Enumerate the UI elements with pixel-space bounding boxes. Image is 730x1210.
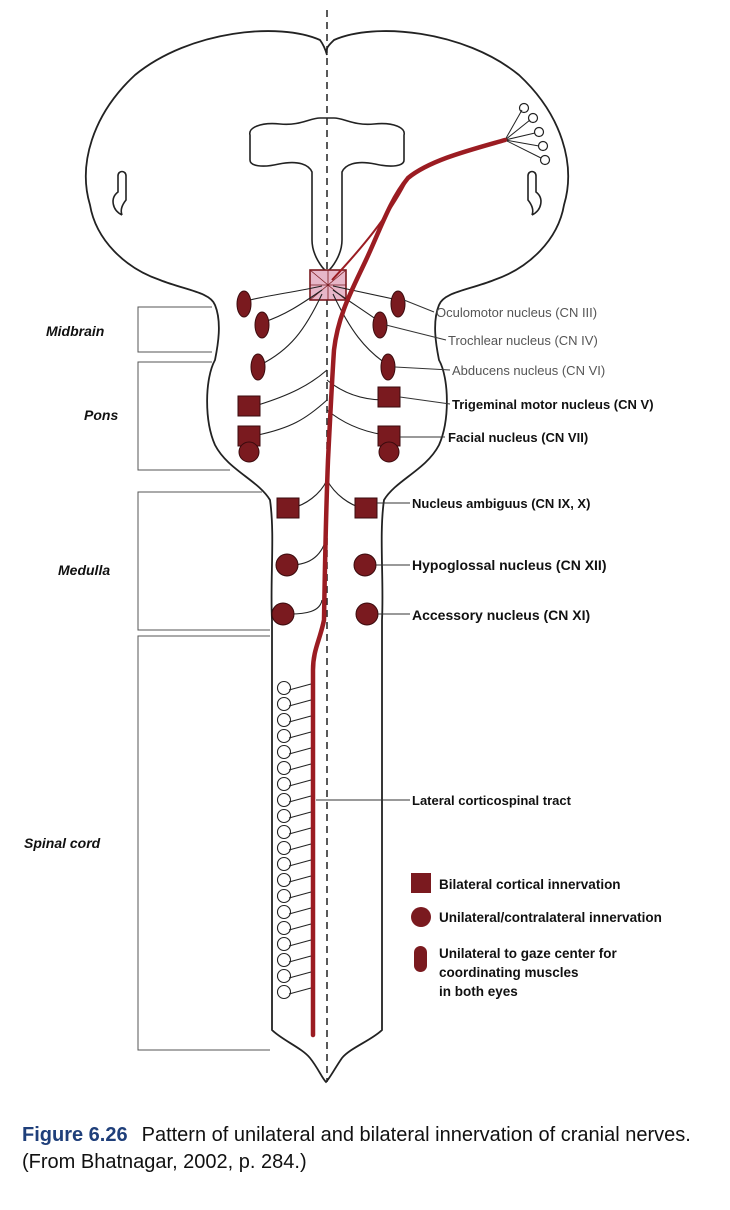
spinal-motor-neuron: [276, 792, 292, 808]
brain-outline: [84, 30, 570, 1084]
legend-gaze-line-3: in both eyes: [439, 984, 518, 999]
spinal-motor-neuron: [276, 808, 292, 824]
spinal-neuron-fiber: [288, 795, 312, 803]
spinal-neuron-fiber: [288, 939, 312, 947]
cortical-neuron: [537, 140, 549, 152]
label-corticospinal-tract: Lateral corticospinal tract: [412, 793, 572, 808]
figure-number: Figure 6.26: [22, 1124, 128, 1146]
left-temporal-fissure: [112, 170, 127, 216]
label-abducens: Abducens nucleus (CN VI): [452, 363, 605, 378]
spinal-motor-neuron: [276, 936, 292, 952]
corticospinal-tract: [310, 137, 508, 1038]
cortical-neuron: [533, 126, 545, 138]
right-trochlear-nucleus: [372, 311, 388, 339]
legend-circle-swatch: [411, 907, 431, 927]
spinal-neuron-fiber: [288, 843, 312, 851]
spinal-motor-neuron: [276, 696, 292, 712]
left-facial-nucleus-lower: [238, 441, 260, 463]
spinal-motor-neuron: [276, 856, 292, 872]
spinal-neuron-fiber: [288, 779, 312, 787]
spinal-neuron-fiber: [288, 747, 312, 755]
label-trigeminal: Trigeminal motor nucleus (CN V): [452, 397, 654, 412]
left-abducens-nucleus: [250, 353, 266, 381]
region-brackets: [137, 306, 270, 1051]
spinal-neuron-fiber: [288, 923, 312, 931]
label-accessory: Accessory nucleus (CN XI): [412, 607, 590, 623]
label-oculomotor: Oculomotor nucleus (CN III): [436, 305, 597, 320]
spinal-motor-neuron: [276, 872, 292, 888]
spinal-motor-neuron: [276, 744, 292, 760]
left-accessory-nucleus: [271, 602, 295, 626]
spinal-neuron-fiber: [288, 763, 312, 771]
cortical-fibers: [504, 109, 542, 159]
right-temporal-fissure: [527, 170, 542, 216]
right-accessory-nucleus: [355, 602, 379, 626]
spinal-motor-neuron: [276, 776, 292, 792]
spinal-neuron-fiber: [288, 811, 312, 819]
spinal-motor-neuron: [276, 712, 292, 728]
tract-branch-to-gaze-center: [331, 177, 409, 281]
spinal-neuron-fiber: [288, 859, 312, 867]
legend-gaze-line-2: coordinating muscles: [439, 965, 579, 980]
legend-bilateral: Bilateral cortical innervation: [439, 877, 621, 892]
spinal-motor-neuron: [276, 968, 292, 984]
left-oculomotor-nucleus: [236, 290, 252, 318]
spinal-motor-neuron: [276, 824, 292, 840]
spinal-motor-neuron: [276, 920, 292, 936]
spinal-neuron-fiber: [288, 827, 312, 835]
right-oculomotor-nucleus: [390, 290, 406, 318]
spinal-neuron-fiber: [288, 891, 312, 899]
legend-oval-swatch: [414, 946, 427, 972]
spinal-neuron-fiber: [288, 987, 312, 995]
label-trochlear: Trochlear nucleus (CN IV): [448, 333, 598, 348]
label-leaders: [316, 299, 451, 801]
legend-gaze-line-1: Unilateral to gaze center for: [439, 946, 618, 961]
right-facial-nucleus-lower: [378, 441, 400, 463]
legend-unilateral: Unilateral/contralateral innervation: [439, 910, 662, 925]
spinal-neuron-fiber: [288, 875, 312, 883]
spinal-neuron-fiber: [288, 971, 312, 979]
cortical-neuron: [527, 112, 539, 124]
gaze-nuclei: [236, 290, 406, 381]
region-label-pons: Pons: [84, 407, 118, 423]
spinal-motor-neuron: [276, 888, 292, 904]
left-ambiguus-nucleus: [276, 497, 300, 519]
spinal-neuron-fiber: [288, 715, 312, 723]
cortical-neuron: [539, 154, 551, 166]
spinal-motor-neuron: [276, 680, 292, 696]
cortical-neurons: [518, 102, 551, 166]
label-ambiguus: Nucleus ambiguus (CN IX, X): [412, 496, 590, 511]
spinal-motor-neuron: [276, 840, 292, 856]
spinal-neuron-fiber: [288, 699, 312, 707]
spinal-neuron-fiber: [288, 683, 312, 691]
spinal-neuron-fiber: [288, 955, 312, 963]
spinal-motor-neuron: [276, 760, 292, 776]
label-facial: Facial nucleus (CN VII): [448, 430, 588, 445]
left-trigeminal-nucleus: [237, 395, 261, 417]
spinal-motor-neuron: [276, 984, 292, 1000]
left-hypoglossal-nucleus: [275, 553, 299, 577]
spinal-motor-neuron: [276, 728, 292, 744]
legend-square-swatch: [411, 873, 431, 893]
region-label-spinal-cord: Spinal cord: [24, 835, 101, 851]
region-label-midbrain: Midbrain: [46, 323, 104, 339]
label-hypoglossal: Hypoglossal nucleus (CN XII): [412, 557, 606, 573]
right-hypoglossal-nucleus: [353, 553, 377, 577]
spinal-neuron-fiber: [288, 731, 312, 739]
right-trigeminal-nucleus: [377, 386, 401, 408]
spinal-neuron-fiber: [288, 907, 312, 915]
spinal-motor-neuron: [276, 904, 292, 920]
caption-text: Pattern of unilateral and bilateral inne…: [22, 1124, 691, 1173]
left-trochlear-nucleus: [254, 311, 270, 339]
right-ambiguus-nucleus: [354, 497, 378, 519]
cranial-nerve-innervation-diagram: Midbrain Pons Medulla Spinal cord Oculom…: [24, 10, 662, 1084]
spinal-motor-neuron: [276, 952, 292, 968]
legend: Bilateral cortical innervation Unilatera…: [411, 873, 662, 999]
right-abducens-nucleus: [380, 353, 396, 381]
unilateral-nuclei: [238, 441, 400, 626]
spinal-motor-neurons: [276, 680, 312, 1000]
region-label-medulla: Medulla: [58, 562, 110, 578]
corpus-callosum: [249, 117, 405, 274]
